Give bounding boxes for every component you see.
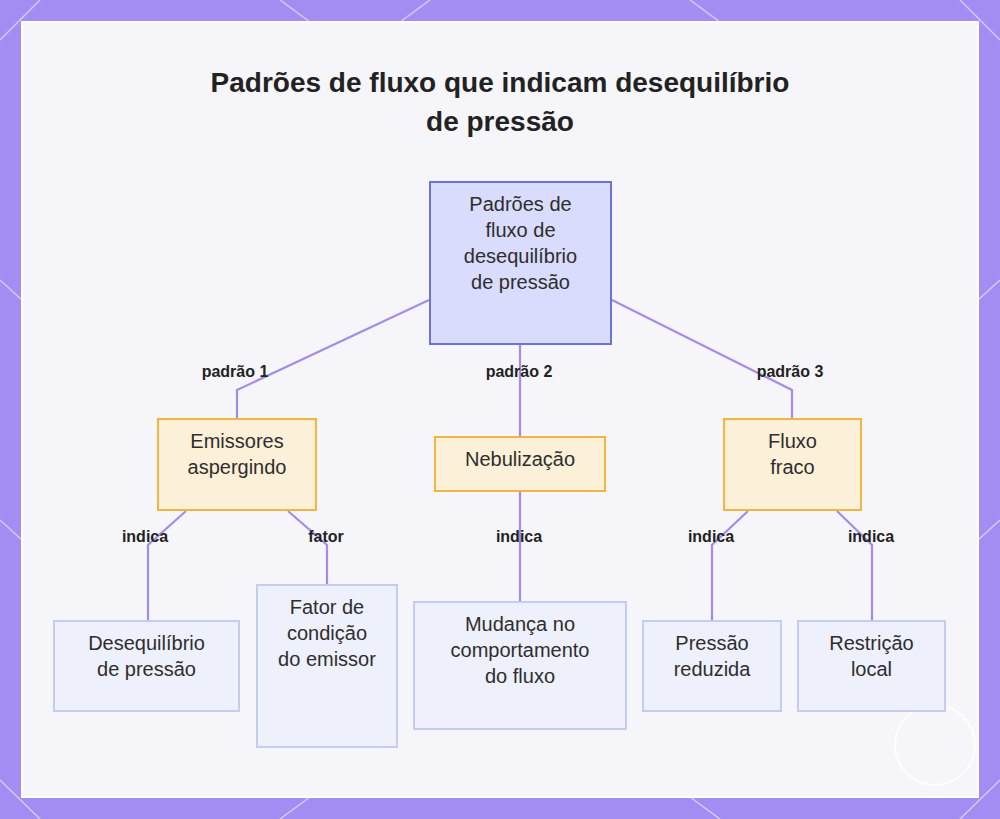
- node-text: Nebulização: [465, 446, 575, 472]
- connector: [519, 492, 521, 601]
- node-text: Fator de condição do emissor: [278, 594, 376, 672]
- connector: [288, 511, 327, 584]
- edge-label: padrão 2: [486, 363, 553, 381]
- connector: [837, 511, 872, 620]
- node-text: Desequilíbrio de pressão: [80, 630, 213, 682]
- panel: [22, 22, 978, 797]
- result-box: Desequilíbrio de pressão: [53, 620, 240, 712]
- pattern-box: Emissores aspergindo: [157, 418, 317, 511]
- edge-label: fator: [308, 528, 344, 546]
- edge-label: padrão 3: [757, 363, 824, 381]
- connector: [237, 300, 429, 418]
- result-box: Fator de condição do emissor: [256, 584, 398, 748]
- edge-label: padrão 1: [202, 363, 269, 381]
- connector: [519, 345, 521, 436]
- connector: [148, 511, 186, 620]
- edge-label: indica: [848, 528, 894, 546]
- pattern-box: Nebulização: [434, 436, 606, 492]
- node-text: Pressão reduzida: [659, 630, 765, 682]
- node-text: Emissores aspergindo: [177, 428, 297, 480]
- result-box: Mudança no comportamento do fluxo: [413, 601, 627, 730]
- root-box: Padrões de fluxo de desequilíbrio de pre…: [429, 181, 612, 345]
- diagram-title: Padrões de fluxo que indicam desequilíbr…: [200, 63, 800, 141]
- node-text: Restrição local: [824, 630, 919, 682]
- decor-circle: [895, 705, 975, 785]
- node-text: Padrões de fluxo de desequilíbrio de pre…: [451, 191, 590, 295]
- result-box: Restrição local: [797, 620, 946, 712]
- connector: [612, 300, 792, 418]
- connector: [712, 511, 748, 620]
- node-text: Mudança no comportamento do fluxo: [445, 611, 595, 689]
- edge-label: indica: [496, 528, 542, 546]
- pattern-box: Fluxo fraco: [723, 418, 862, 511]
- edge-label: indica: [122, 528, 168, 546]
- edge-label: indica: [688, 528, 734, 546]
- result-box: Pressão reduzida: [642, 620, 782, 712]
- node-text: Fluxo fraco: [750, 428, 835, 480]
